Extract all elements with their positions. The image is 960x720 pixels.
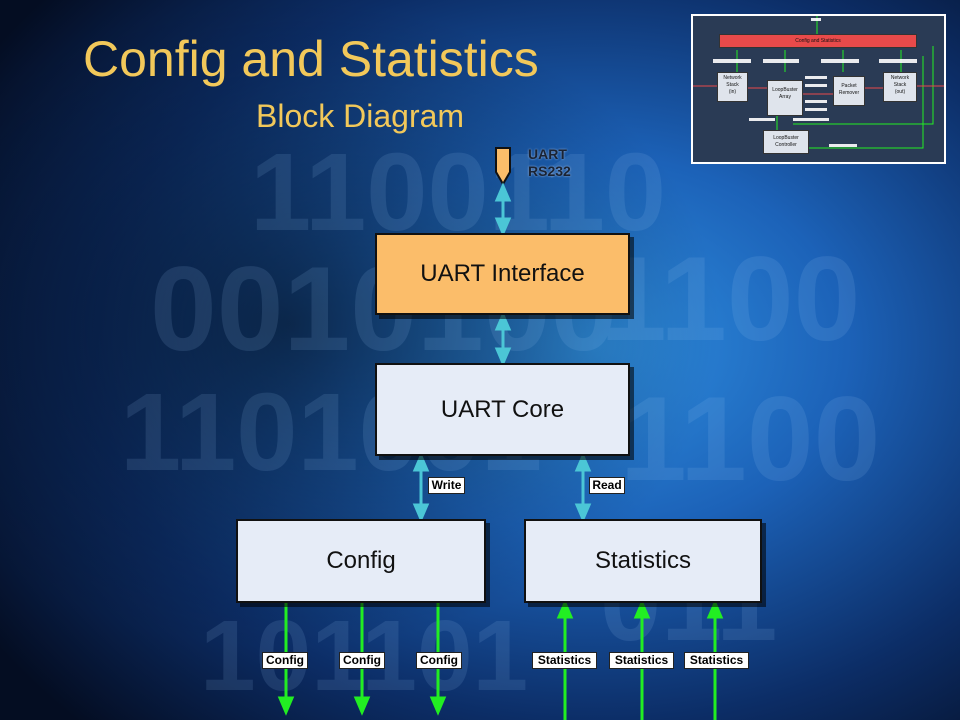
thumbnail-network-stack-out-line: Stack bbox=[893, 82, 907, 88]
thumbnail-network-stack-out-line: Network bbox=[890, 75, 910, 81]
thumbnail-loopbuster-controller-line: LoopBuster bbox=[773, 135, 799, 141]
thumbnail-packet-remover-line: Remover bbox=[838, 90, 860, 96]
slide-subtitle: Block Diagram bbox=[256, 98, 465, 134]
thumbnail-top-bar: Config and Statistics bbox=[719, 34, 917, 48]
statistics-label: Statistics bbox=[594, 547, 692, 574]
uart-core-block: UART Core bbox=[375, 363, 630, 456]
thumbnail-network-stack-in-line: Stack bbox=[726, 82, 739, 88]
config-block: Config bbox=[236, 519, 486, 603]
statistics-input-label: Statistics bbox=[609, 652, 674, 669]
system-overview-thumbnail: Config and Statistics Network Stack (in)… bbox=[691, 14, 946, 164]
config-output-label: Config bbox=[339, 652, 385, 669]
thumbnail-top-bar-label: Config and Statistics bbox=[795, 38, 841, 44]
svg-text:1100: 1100 bbox=[600, 232, 860, 366]
uart-port-label-line1: UART bbox=[528, 146, 567, 162]
thumbnail-loopbuster-controller: LoopBuster Controller bbox=[763, 130, 809, 154]
read-link-label: Read bbox=[589, 477, 625, 494]
uart-port-label-line2: RS232 bbox=[528, 163, 571, 179]
statistics-input-label: Statistics bbox=[532, 652, 597, 669]
thumbnail-loopbuster-array-line: LoopBuster bbox=[772, 87, 798, 93]
thumbnail-loopbuster-array-line: Array bbox=[779, 94, 791, 100]
thumbnail-wires bbox=[693, 16, 944, 149]
slide-title: Config and Statistics bbox=[83, 31, 539, 87]
config-output-label: Config bbox=[262, 652, 308, 669]
thumbnail-network-stack-in: Network Stack (in) bbox=[717, 72, 748, 102]
uart-core-label: UART Core bbox=[440, 395, 565, 423]
thumbnail-network-stack-in-line: (in) bbox=[728, 89, 737, 95]
statistics-block: Statistics bbox=[524, 519, 762, 603]
uart-port-label: UART RS232 bbox=[528, 146, 571, 180]
statistics-input-label: Statistics bbox=[684, 652, 749, 669]
thumbnail-network-stack-out: Network Stack (out) bbox=[883, 72, 917, 102]
thumbnail-loopbuster-array: LoopBuster Array bbox=[767, 80, 803, 116]
config-label: Config bbox=[326, 547, 396, 574]
thumbnail-network-stack-out-line: (out) bbox=[894, 89, 906, 95]
config-output-label: Config bbox=[416, 652, 462, 669]
svg-text:1100: 1100 bbox=[620, 372, 880, 506]
thumbnail-packet-remover-line: Packet bbox=[841, 83, 857, 89]
thumbnail-loopbuster-controller-line: Controller bbox=[775, 142, 797, 148]
thumbnail-network-stack-in-line: Network bbox=[723, 75, 742, 81]
thumbnail-packet-remover: Packet Remover bbox=[833, 76, 865, 106]
uart-interface-label: UART Interface bbox=[420, 260, 585, 287]
write-link-label: Write bbox=[428, 477, 465, 494]
uart-interface-block: UART Interface bbox=[375, 233, 630, 315]
